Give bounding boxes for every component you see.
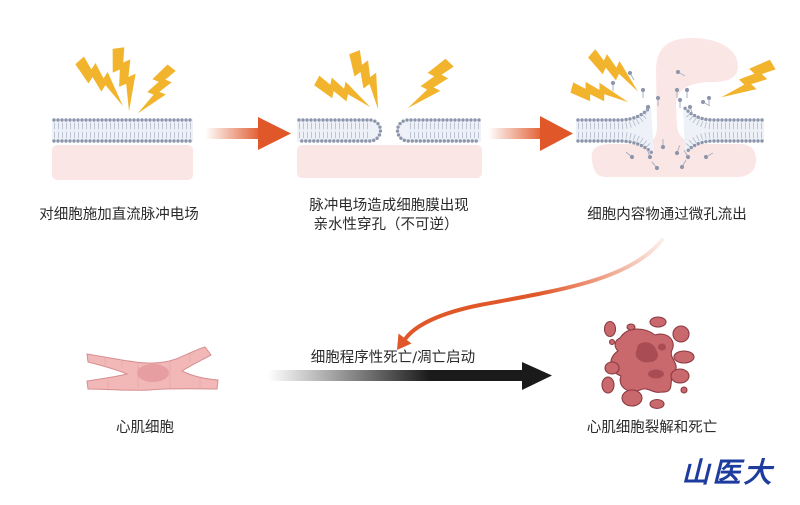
- lipid-molecule: [687, 104, 694, 115]
- lipid-molecule: [651, 161, 660, 171]
- panel-apply-field: 对细胞施加直流脉冲电场: [39, 46, 199, 223]
- lysed-cell: [601, 316, 695, 410]
- lipid-molecule: [610, 80, 616, 91]
- lipid-molecule: [703, 152, 714, 160]
- lipid-molecule: [646, 149, 653, 160]
- cardiomyocyte-label: 心肌细胞: [116, 419, 174, 436]
- lightning-icon: [400, 56, 459, 117]
- scattered-lipids: [610, 69, 714, 171]
- lipid-molecule: [683, 149, 691, 160]
- lipid-bilayer-right: [395, 118, 481, 143]
- lightning-icon: [346, 47, 389, 114]
- lipid-molecule: [674, 87, 680, 98]
- lipid-bilayer: [52, 118, 194, 143]
- lipid-molecule: [706, 95, 712, 106]
- cardiomyocyte: [86, 346, 219, 391]
- nucleus: [137, 364, 169, 382]
- lipid-bilayer-right: [682, 105, 764, 155]
- lysis-label: 心肌细胞裂解和死亡: [587, 419, 718, 436]
- step-label-content-leak: 细胞内容物通过微孔流出: [587, 206, 747, 223]
- cell-fragment: [601, 376, 615, 394]
- cell-fragment: [680, 386, 688, 394]
- step-label-apply-field: 对细胞施加直流脉冲电场: [39, 206, 199, 223]
- cell-fragment: [670, 368, 690, 384]
- lightning-icon: [130, 62, 181, 120]
- cytoplasm-leak-blob: [591, 38, 757, 177]
- panel-content-leak: 细胞内容物通过微孔流出: [569, 38, 780, 223]
- lipid-bilayer-left: [576, 105, 654, 155]
- panel-pore-formation: 脉冲电场造成细胞膜出现 亲水性穿孔（不可逆）: [297, 47, 482, 233]
- cell-fragment: [649, 316, 667, 328]
- lipid-molecule: [675, 69, 686, 77]
- step-label-pore-line1: 脉冲电场造成细胞膜出现: [309, 197, 469, 214]
- lightning-icon: [569, 75, 632, 112]
- cell-fragment: [672, 325, 690, 343]
- apoptosis-label: 细胞程序性死亡/凋亡启动: [311, 349, 475, 366]
- cell-fragment: [621, 389, 643, 407]
- curved-transition-arrow: [397, 238, 664, 350]
- step-arrow-2: [488, 116, 573, 151]
- lipid-molecule: [679, 159, 687, 170]
- lipid-molecule: [627, 70, 635, 81]
- cytoplasm-block: [52, 145, 193, 180]
- cell-fragment: [603, 320, 617, 338]
- cell-fragment: [649, 398, 665, 410]
- step-label-pore-line2: 亲水性穿孔（不可逆）: [314, 216, 459, 233]
- lipid-molecule: [660, 139, 666, 150]
- cell-fragment: [673, 350, 695, 364]
- cytoplasm-block: [297, 145, 482, 178]
- cell-fragment: [626, 323, 636, 331]
- lipid-molecule: [644, 104, 651, 115]
- step-arrow-1: [205, 117, 291, 150]
- lipid-molecule: [655, 95, 661, 106]
- lipid-molecule: [640, 87, 646, 98]
- lipid-bilayer-left: [297, 118, 383, 143]
- cell-fragment: [608, 338, 616, 346]
- lipid-molecule: [677, 97, 683, 108]
- logo: 山医大: [681, 456, 774, 489]
- lipid-molecule: [684, 87, 690, 98]
- cell-fragment: [604, 361, 620, 375]
- lipid-molecule: [674, 145, 681, 156]
- lightning-icon: [109, 46, 141, 113]
- lipid-molecule: [625, 151, 635, 160]
- apoptosis-arrow: [268, 362, 552, 390]
